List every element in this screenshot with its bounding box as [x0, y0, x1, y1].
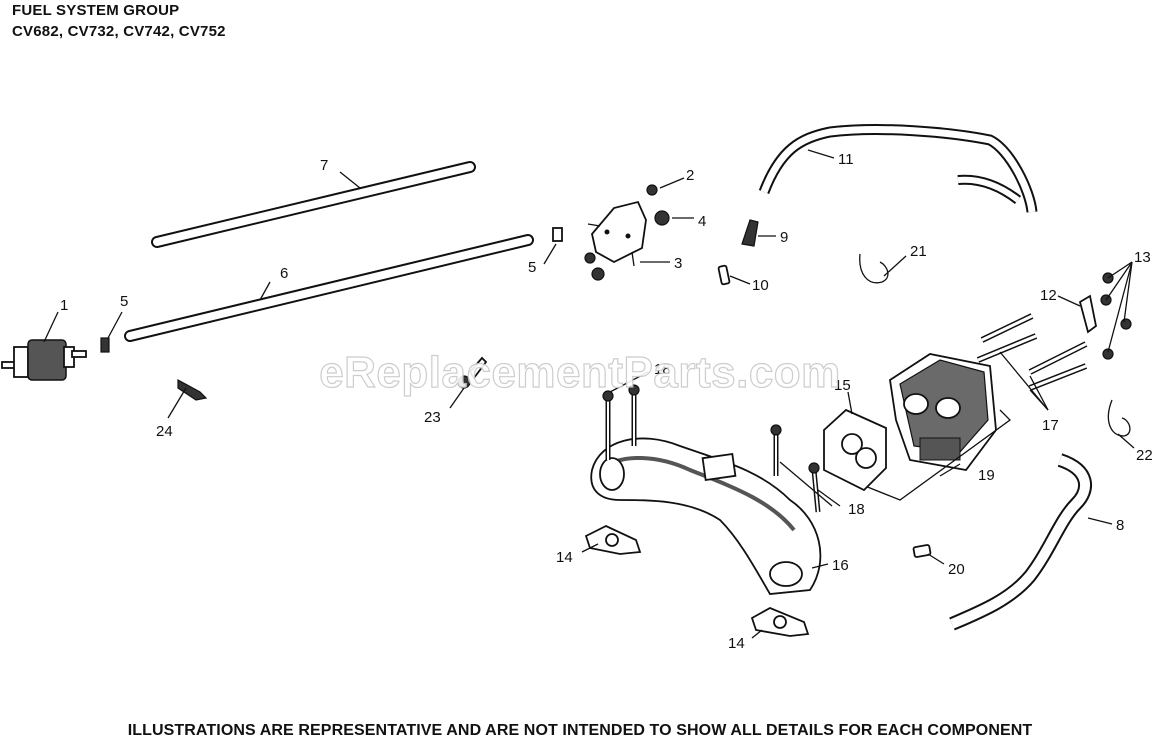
part-3-nut [584, 252, 596, 264]
callout-9: 9 [780, 229, 788, 246]
callout-13: 13 [1134, 249, 1151, 266]
callout-3: 3 [674, 255, 682, 272]
callout-2: 2 [686, 167, 694, 184]
part-15-gasket [823, 408, 887, 492]
callout-17: 17 [1042, 417, 1059, 434]
part-24-bracket [177, 378, 208, 401]
part-14-gasket-left [584, 525, 642, 555]
part-11-vent-hose [758, 124, 1038, 213]
part-16-intake-manifold [590, 437, 822, 595]
part-22-clamp [1107, 399, 1131, 437]
callout-10: 10 [752, 277, 769, 294]
part-7-fuel-line [151, 161, 476, 248]
part-3-nut-2 [591, 267, 605, 281]
callout-16: 16 [832, 557, 849, 574]
callout-11: 11 [838, 151, 854, 168]
callout-5b: 5 [528, 259, 536, 276]
callout-19: 19 [978, 467, 995, 484]
callout-18: 18 [654, 361, 671, 378]
callout-4: 4 [698, 213, 706, 230]
part-20-fitting [912, 544, 932, 558]
callout-8: 8 [1116, 517, 1124, 534]
diagram-title: FUEL SYSTEM GROUP [12, 2, 180, 19]
callout-22: 22 [1136, 447, 1153, 464]
callout-5: 5 [120, 293, 128, 310]
callout-12: 12 [1040, 287, 1057, 304]
part-5-clamp [100, 337, 110, 353]
callout-14b: 14 [728, 635, 745, 652]
leader-lines [43, 149, 1135, 639]
part-6-fuel-line [124, 234, 534, 342]
engine-models: CV682, CV732, CV742, CV752 [12, 23, 226, 40]
part-3-fuel-pump [587, 200, 647, 267]
callout-7: 7 [320, 157, 328, 174]
part-19-leader-bracket [859, 409, 1011, 501]
callout-24: 24 [156, 423, 173, 440]
part-19-carburetor [889, 353, 997, 471]
disclaimer-footer: ILLUSTRATIONS ARE REPRESENTATIVE AND ARE… [127, 722, 1033, 739]
part-12-bracket [1078, 294, 1097, 334]
part-18-bolts [602, 384, 821, 513]
part-2-nut [646, 184, 658, 196]
part-9-valve [741, 219, 759, 247]
part-8-fuel-hose [949, 453, 1092, 631]
part-23-fitting [457, 356, 488, 389]
callout-18b: 18 [848, 501, 865, 518]
callout-14: 14 [556, 549, 573, 566]
part-17-studs [976, 313, 1088, 391]
part-5-clamp-upper [552, 227, 563, 242]
callout-21: 21 [910, 243, 927, 260]
callout-23: 23 [424, 409, 441, 426]
part-14-gasket-bottom [750, 607, 810, 637]
part-10-fitting [717, 264, 731, 286]
callout-6: 6 [280, 265, 288, 282]
part-21-clamp [859, 253, 889, 284]
callout-20: 20 [948, 561, 965, 578]
callout-15: 15 [834, 377, 851, 394]
callout-labels: 1 2 3 4 5 5 6 7 8 9 10 11 12 13 14 14 15… [60, 151, 1153, 652]
callout-1: 1 [60, 297, 68, 314]
part-4-grommet [654, 210, 670, 226]
watermark: eReplacementParts.com [319, 347, 841, 397]
part-1-fuel-filter [1, 339, 87, 381]
